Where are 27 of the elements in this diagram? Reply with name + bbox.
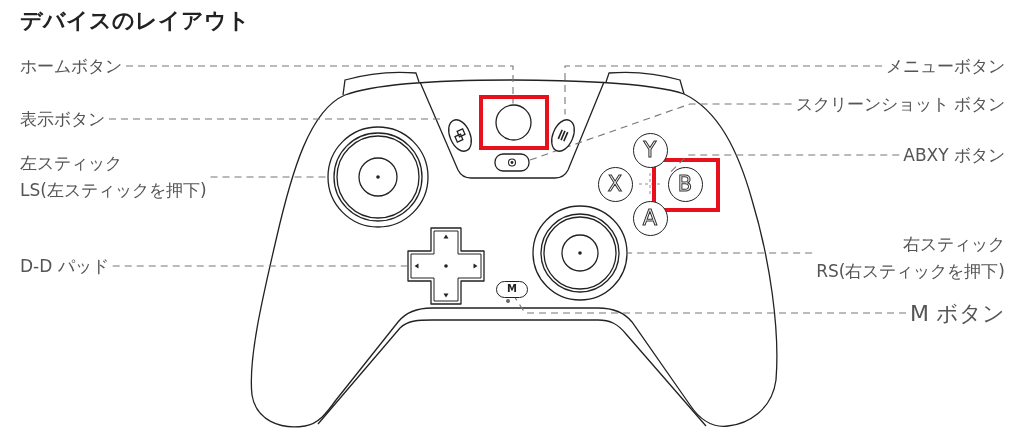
page-title: デバイスのレイアウト xyxy=(20,7,250,35)
face-button: Y xyxy=(632,132,668,168)
home-button xyxy=(494,103,532,141)
callout-label: 左スティック LS(左スティックを押下) xyxy=(20,150,207,204)
callout-label: 表示ボタン xyxy=(20,105,105,133)
leader-line xyxy=(564,65,883,116)
d-pad xyxy=(407,227,485,305)
m-button: M xyxy=(496,280,528,298)
screenshot-button xyxy=(494,152,530,172)
face-button: A xyxy=(632,200,668,236)
leader-line xyxy=(529,103,793,161)
face-button: B xyxy=(667,166,703,202)
callout-label: M ボタン xyxy=(910,299,1005,327)
analog-stick xyxy=(327,126,429,228)
leader-line xyxy=(627,252,813,254)
callout-label: スクリーンショット ボタン xyxy=(795,90,1005,118)
callout-label: ABXY ボタン xyxy=(903,141,1005,169)
callout-label: メニューボタン xyxy=(886,52,1005,80)
callout-label: ホームボタン xyxy=(20,52,122,80)
callout-label: 右スティック RS(右スティックを押下) xyxy=(816,231,1005,285)
analog-stick xyxy=(532,205,628,301)
leader-line xyxy=(514,296,907,314)
face-button: X xyxy=(597,166,633,202)
leader-line xyxy=(210,176,328,178)
leader-line xyxy=(112,265,408,267)
callout-label: D-D パッド xyxy=(20,252,109,280)
leader-line xyxy=(125,65,514,105)
